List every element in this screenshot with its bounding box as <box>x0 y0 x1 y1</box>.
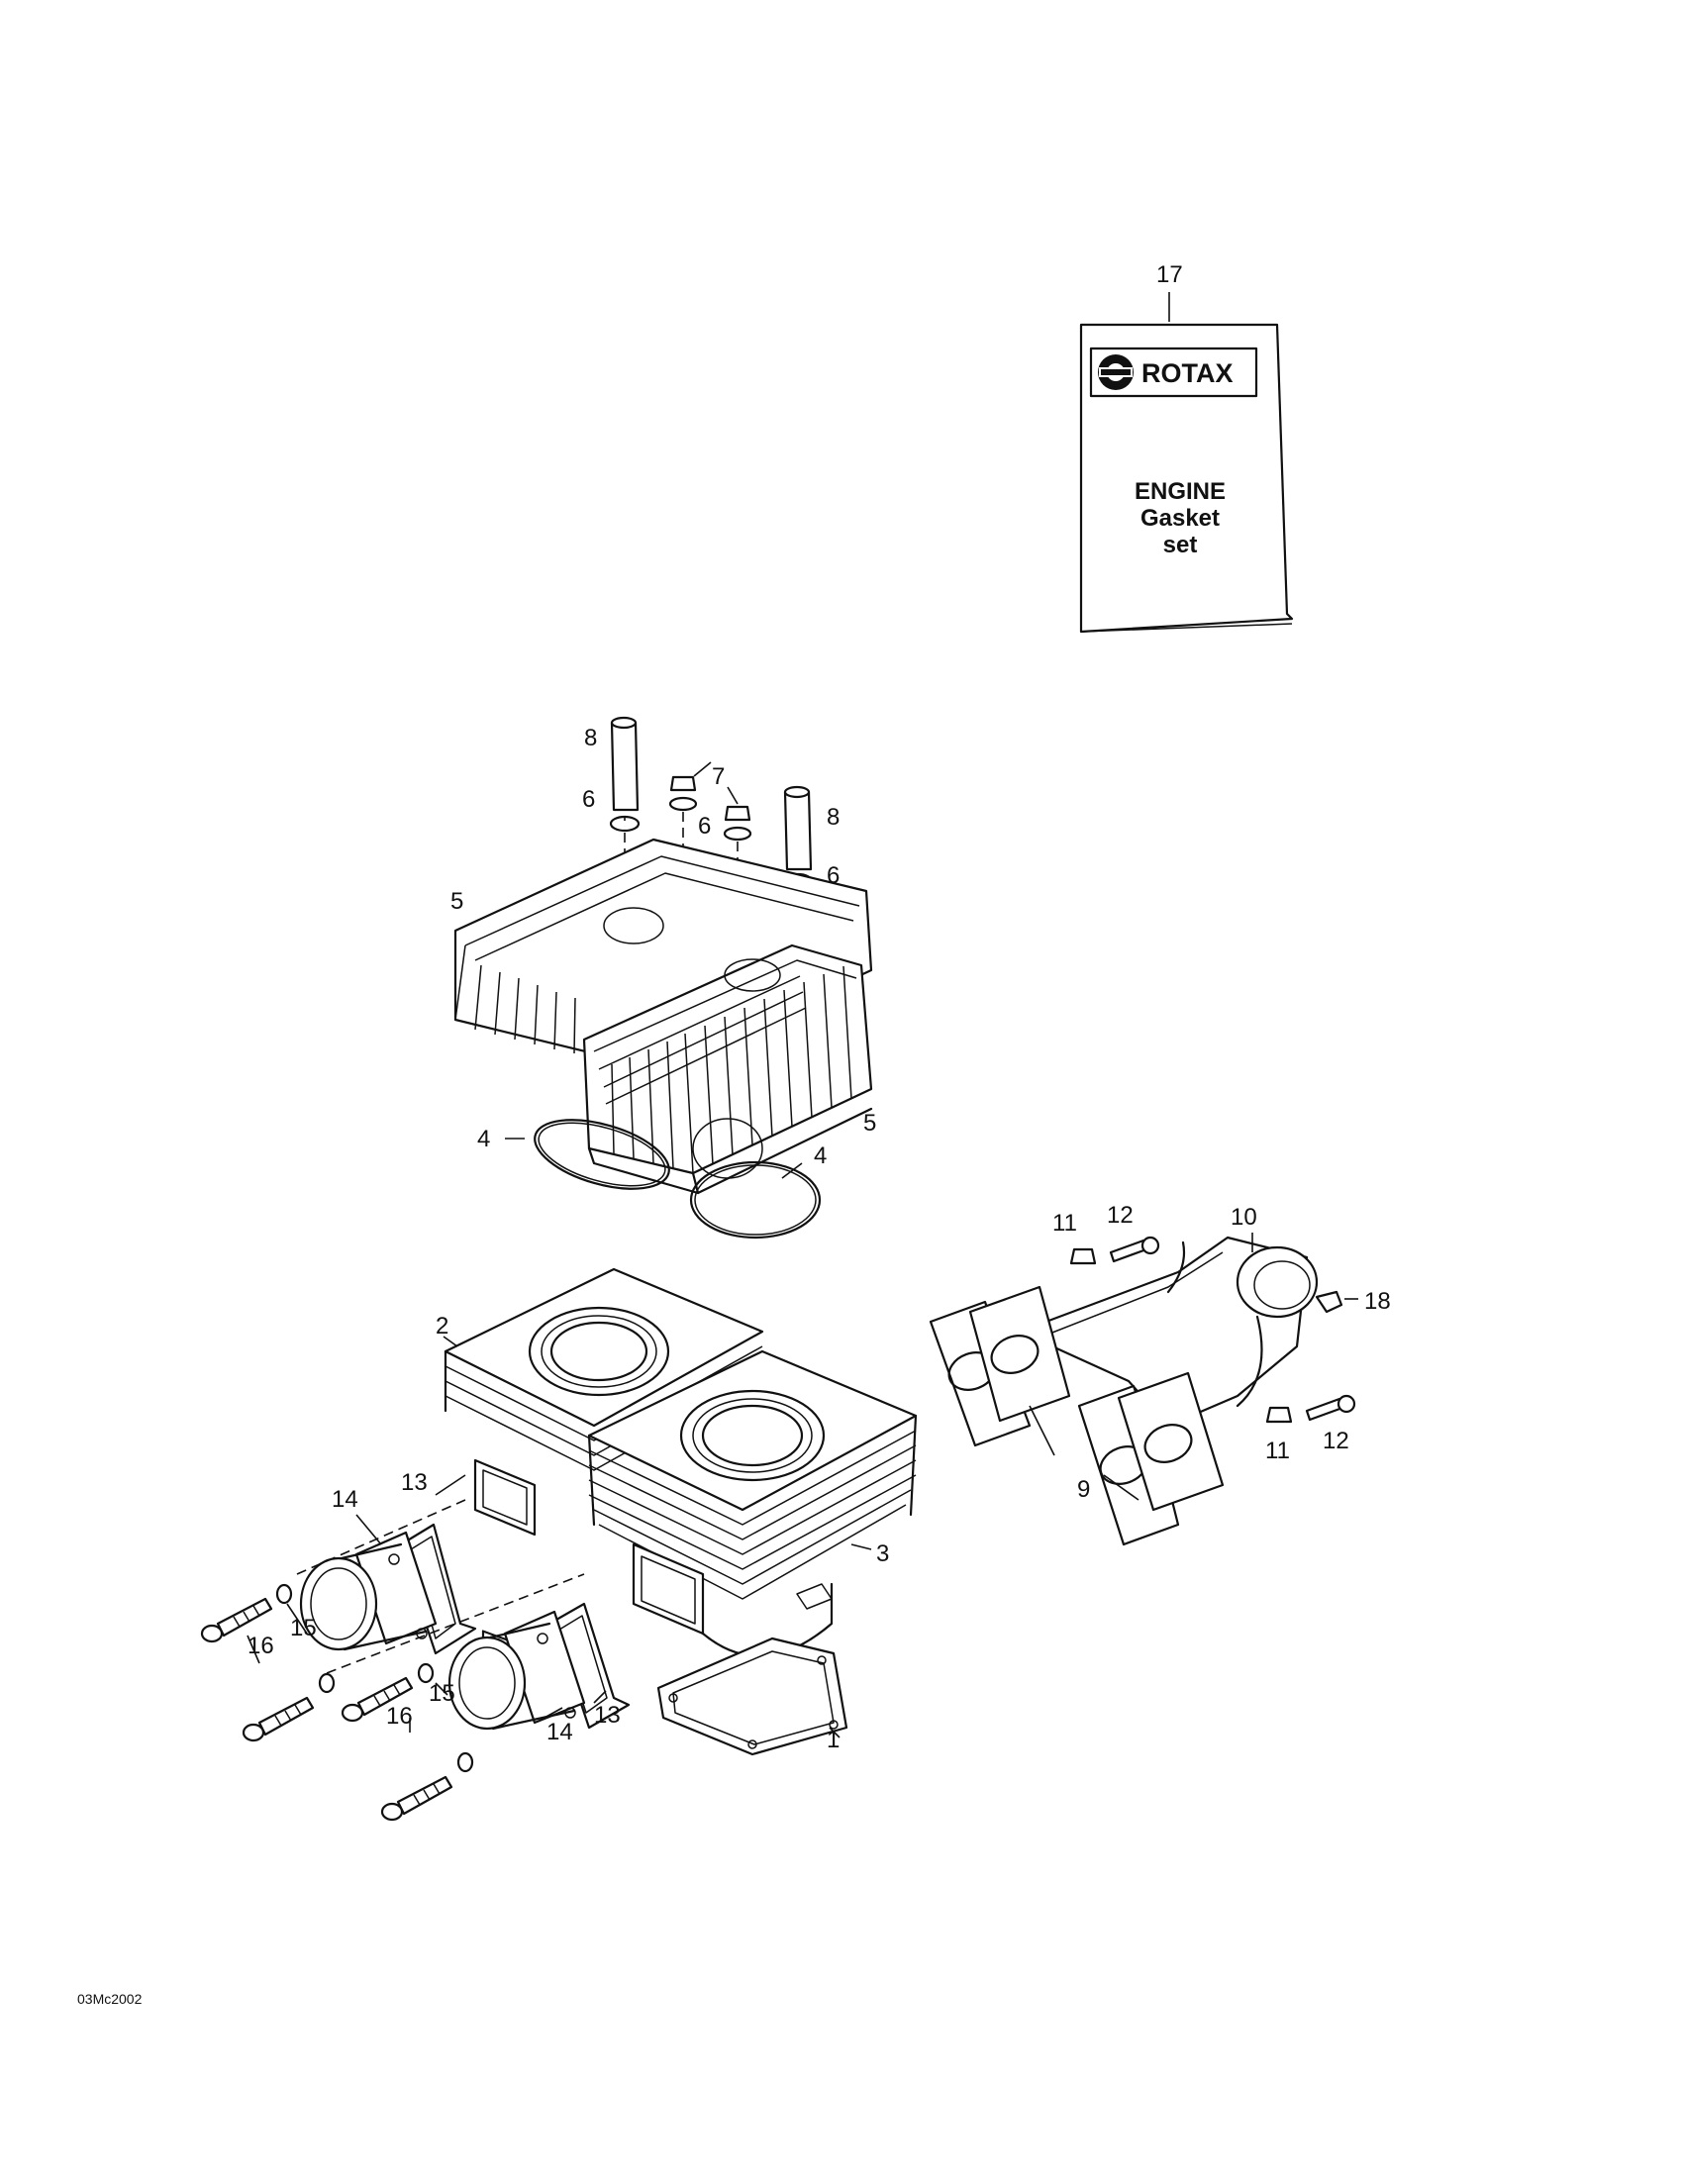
callout-5-upper: 5 <box>450 888 463 915</box>
callout-16-upper: 16 <box>248 1633 274 1659</box>
intake-bolts <box>200 1583 474 1822</box>
callout-4-left: 4 <box>477 1126 490 1152</box>
callout-7: 7 <box>712 763 725 790</box>
base-gasket <box>656 1637 848 1756</box>
callout-16-lower: 16 <box>386 1703 413 1730</box>
callout-1: 1 <box>827 1727 840 1753</box>
exhaust-manifold <box>929 1236 1356 1546</box>
callout-15-upper: 15 <box>290 1615 317 1641</box>
package-title-line3: set <box>1163 532 1198 558</box>
intake-manifolds <box>296 1499 631 1731</box>
callout-14-upper: 14 <box>332 1486 358 1513</box>
callout-2: 2 <box>436 1313 448 1340</box>
callout-10: 10 <box>1231 1204 1257 1231</box>
callout-12-bottom: 12 <box>1323 1428 1349 1454</box>
callout-12-top: 12 <box>1107 1202 1134 1229</box>
rotax-gear-icon <box>1098 354 1134 390</box>
gasket-set-package: ROTAX ENGINE Gasket set <box>1079 292 1294 634</box>
drawing-code: 03Mc2002 <box>77 1991 143 2007</box>
callout-6-right: 6 <box>827 862 840 889</box>
callout-6-center: 6 <box>698 813 711 840</box>
package-title-line2: Gasket <box>1140 505 1220 532</box>
callout-11-bottom: 11 <box>1265 1438 1290 1464</box>
callout-13-upper: 13 <box>401 1469 428 1496</box>
callout-15-lower: 15 <box>429 1680 455 1707</box>
callout-labels: 17 8 7 6 6 8 6 5 5 4 4 11 12 10 18 11 12… <box>248 261 1391 1753</box>
leader-lines <box>247 761 1358 1738</box>
callout-17: 17 <box>1156 261 1183 288</box>
cylinder-heads <box>453 838 873 1195</box>
callout-11-top: 11 <box>1052 1210 1077 1237</box>
head-fasteners <box>609 716 814 990</box>
o-rings <box>534 1119 822 1240</box>
callout-5-lower: 5 <box>863 1110 876 1137</box>
callout-9: 9 <box>1077 1476 1090 1503</box>
callout-4-right: 4 <box>814 1142 827 1169</box>
callout-6-left: 6 <box>582 786 595 813</box>
callout-14-lower: 14 <box>546 1719 573 1745</box>
callout-18: 18 <box>1364 1288 1391 1315</box>
callout-3: 3 <box>876 1540 889 1567</box>
package-brand: ROTAX <box>1141 358 1234 388</box>
package-title-line1: ENGINE <box>1135 478 1226 505</box>
callout-8-right: 8 <box>827 804 840 831</box>
callout-8-left: 8 <box>584 725 597 751</box>
callout-13-lower: 13 <box>594 1702 621 1729</box>
